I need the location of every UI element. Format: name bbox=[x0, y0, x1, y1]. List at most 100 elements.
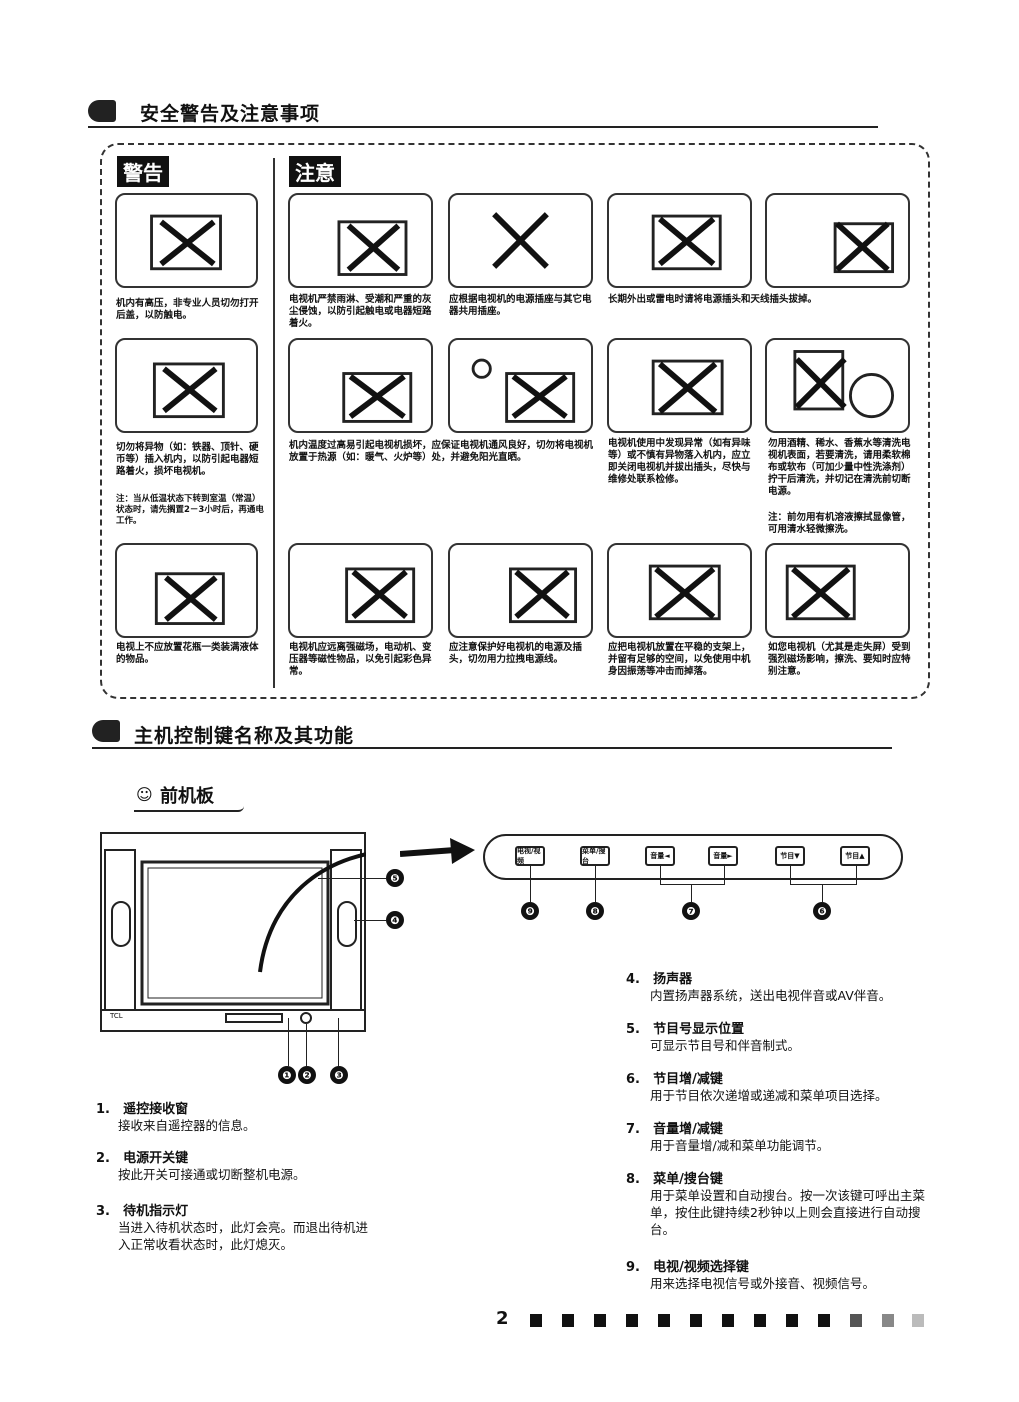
warning-caption: 切勿将异物（如：铁器、顶针、硬币等）插入机内，以防引起电器短路着火，损坏电视机。 bbox=[116, 442, 259, 477]
item-number: 8. bbox=[626, 1172, 640, 1187]
callout-4: ❹ bbox=[386, 911, 404, 929]
item-title: 节目号显示位置 bbox=[653, 1022, 745, 1037]
caution-caption: 如您电视机（尤其是走失屏）受到强烈磁场影响，擦洗、要知时应特别注意。 bbox=[768, 642, 911, 677]
item-description: 当进入待机状态时，此灯会亮。而退出待机进入正常收看状态时，此灯熄灭。 bbox=[118, 1220, 369, 1252]
item-number: 4. bbox=[626, 972, 640, 987]
caution-caption: 机内温度过高易引起电视机损坏，应保证电视机通风良好，切勿将电视机放置于热源（如：… bbox=[289, 440, 594, 463]
callout-line bbox=[691, 884, 692, 902]
callout-line bbox=[354, 920, 386, 921]
item-description: 用于音量增/减和菜单功能调节。 bbox=[650, 1138, 830, 1153]
panel-divider bbox=[273, 158, 275, 688]
callout-line bbox=[530, 866, 531, 902]
caution-tag: 注意 bbox=[289, 156, 341, 187]
volume-down-button[interactable]: 音量◄ bbox=[645, 846, 675, 866]
warning-illustration bbox=[115, 338, 258, 433]
item-description: 可显示节目号和伴音制式。 bbox=[650, 1038, 801, 1053]
item-description: 用于节目依次递增或递减和菜单项目选择。 bbox=[650, 1088, 888, 1103]
item-number: 1. bbox=[96, 1102, 110, 1117]
program-down-button[interactable]: 节目▼ bbox=[775, 846, 805, 866]
caution-caption: 应把电视机放置在平稳的支架上，并留有足够的空间，以免使用中机身因振荡等冲击而掉落… bbox=[608, 642, 751, 677]
function-item: 2. 电源开关键 按此开关可接通或切断整机电源。 bbox=[96, 1147, 386, 1183]
item-description: 接收来自遥控器的信息。 bbox=[118, 1118, 256, 1133]
section-icon bbox=[88, 100, 116, 122]
function-item: 5. 节目号显示位置 可显示节目号和伴音制式。 bbox=[626, 1018, 946, 1054]
function-item: 7. 音量增/减键 用于音量增/减和菜单功能调节。 bbox=[626, 1118, 946, 1154]
caution-illustration bbox=[288, 338, 433, 433]
warning-illustration bbox=[115, 543, 258, 638]
item-number: 6. bbox=[626, 1072, 640, 1087]
callout-line bbox=[595, 866, 596, 902]
subtitle-underline bbox=[134, 806, 244, 812]
item-title: 节目增/减键 bbox=[653, 1072, 723, 1087]
item-number: 5. bbox=[626, 1022, 640, 1037]
callout-3: ❸ bbox=[330, 1066, 348, 1084]
caution-caption: 长期外出或雷电时请将电源插头和天线插头拔掉。 bbox=[608, 294, 818, 305]
section-icon bbox=[92, 720, 120, 742]
item-title: 电源开关键 bbox=[123, 1151, 189, 1166]
warning-illustration bbox=[115, 193, 258, 288]
section-title-controls: 主机控制键名称及其功能 bbox=[134, 725, 355, 747]
function-item: 6. 节目增/减键 用于节目依次递增或递减和菜单项目选择。 bbox=[626, 1068, 946, 1104]
callout-5: ❺ bbox=[386, 869, 404, 887]
section-divider bbox=[92, 747, 892, 749]
warning-tag: 警告 bbox=[117, 156, 169, 187]
item-number: 7. bbox=[626, 1122, 640, 1137]
menu-search-button[interactable]: 菜单/搜台 bbox=[580, 846, 610, 866]
caution-illustration bbox=[607, 193, 752, 288]
volume-up-button[interactable]: 音量► bbox=[708, 846, 738, 866]
warning-note: 注：当从低温状态下转到室温（常温）状态时，请先搁置2－3小时后，再通电工作。 bbox=[116, 494, 264, 526]
callout-6: ❻ bbox=[813, 902, 831, 920]
callout-9: ❾ bbox=[521, 902, 539, 920]
warning-caption: 电视上不应放置花瓶一类装满液体的物品。 bbox=[116, 642, 259, 665]
function-item: 8. 菜单/搜台键 用于菜单设置和自动搜台。按一次该键可呼出主菜单，按住此键持续… bbox=[626, 1168, 946, 1238]
tv-front-panel bbox=[100, 832, 401, 1032]
callout-line bbox=[338, 1018, 339, 1066]
caution-illustration bbox=[288, 193, 433, 288]
caution-caption: 电视机应远离强磁场，电动机、变压器等磁性物品，以免引起彩色异常。 bbox=[289, 642, 432, 677]
function-item: 3. 待机指示灯 当进入待机状态时，此灯会亮。而退出待机进入正常收看状态时，此灯… bbox=[96, 1200, 386, 1253]
subsection-title: 前机板 bbox=[160, 786, 214, 807]
caution-caption: 勿用酒精、稀水、香蕉水等清洗电视机表面，若要清洗，请用柔软棉布或软布（可加少量中… bbox=[768, 438, 911, 497]
caution-illustration bbox=[765, 338, 910, 433]
callout-1: ❶ bbox=[278, 1066, 296, 1084]
caution-caption: 应根据电视机的电源插座与其它电器共用插座。 bbox=[449, 294, 592, 317]
item-description: 用于菜单设置和自动搜台。按一次该键可呼出主菜单，按住此键持续2秒钟以上则会直接进… bbox=[650, 1188, 926, 1237]
caution-caption: 应注意保护好电视机的电源及插头，切勿用力拉拽电源线。 bbox=[449, 642, 583, 665]
section-title-safety: 安全警告及注意事项 bbox=[140, 103, 321, 125]
caution-illustration bbox=[448, 543, 593, 638]
page-number: 2 bbox=[496, 1308, 509, 1329]
button-panel bbox=[483, 834, 903, 880]
function-item: 4. 扬声器 内置扬声器系统，送出电视伴音或AV伴音。 bbox=[626, 968, 946, 1004]
callout-bracket bbox=[790, 866, 857, 885]
arrow-to-button-panel bbox=[399, 836, 475, 866]
tv-av-button[interactable]: 电视/视频 bbox=[515, 846, 545, 866]
caution-illustration bbox=[607, 338, 752, 433]
item-number: 9. bbox=[626, 1260, 640, 1275]
caution-illustration bbox=[448, 193, 593, 288]
subtitle-icon: ☺ bbox=[136, 785, 153, 804]
item-title: 菜单/搜台键 bbox=[653, 1172, 723, 1187]
item-title: 电视/视频选择键 bbox=[653, 1260, 749, 1275]
tv-brand-label: TCL bbox=[110, 1012, 123, 1020]
item-title: 扬声器 bbox=[653, 972, 693, 987]
item-title: 待机指示灯 bbox=[123, 1204, 189, 1219]
caution-illustration bbox=[448, 338, 593, 433]
callout-8: ❽ bbox=[586, 902, 604, 920]
caution-note: 注：前勿用有机溶液擦拭显像管，可用清水轻微擦洗。 bbox=[768, 512, 911, 535]
callout-line bbox=[306, 1024, 307, 1066]
callout-line bbox=[318, 878, 386, 879]
item-description: 用来选择电视信号或外接音、视频信号。 bbox=[650, 1276, 876, 1291]
callout-line bbox=[288, 1018, 289, 1066]
item-number: 2. bbox=[96, 1151, 110, 1166]
function-item: 1. 遥控接收窗 接收来自遥控器的信息。 bbox=[96, 1098, 386, 1134]
warning-caption: 机内有高压，非专业人员切勿打开后盖，以防触电。 bbox=[116, 298, 259, 321]
callout-2: ❷ bbox=[298, 1066, 316, 1084]
item-description: 内置扬声器系统，送出电视伴音或AV伴音。 bbox=[650, 988, 892, 1003]
program-up-button[interactable]: 节目▲ bbox=[840, 846, 870, 866]
callout-bracket bbox=[660, 866, 725, 885]
item-title: 遥控接收窗 bbox=[123, 1102, 189, 1117]
safety-panel bbox=[100, 143, 930, 699]
function-item: 9. 电视/视频选择键 用来选择电视信号或外接音、视频信号。 bbox=[626, 1256, 946, 1292]
section-divider bbox=[88, 126, 878, 128]
footer-decoration bbox=[530, 1313, 930, 1333]
